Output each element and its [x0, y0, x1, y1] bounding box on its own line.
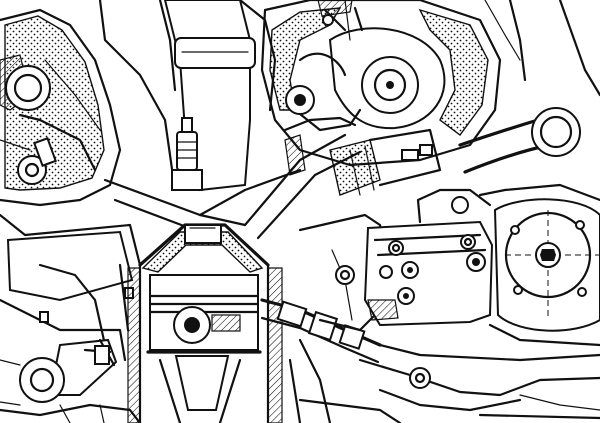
fuel-line-connector	[260, 298, 382, 423]
spark-plug	[171, 117, 203, 191]
exhaust-pipe	[458, 0, 600, 174]
gear-pulley-housing	[378, 183, 600, 362]
intake-runner	[103, 133, 362, 240]
connecting-rod-left	[0, 338, 118, 406]
injection-pump-housing	[298, 188, 494, 332]
lower-left-block	[0, 403, 142, 423]
lower-right-block	[298, 358, 600, 423]
top-center-housing	[98, 0, 277, 192]
right-cylinder-head	[260, 0, 502, 167]
center-piston-cylinder	[127, 223, 283, 423]
left-cylinder-head	[0, 8, 122, 207]
left-block-lower	[0, 213, 142, 362]
right-valve-train	[283, 116, 442, 196]
